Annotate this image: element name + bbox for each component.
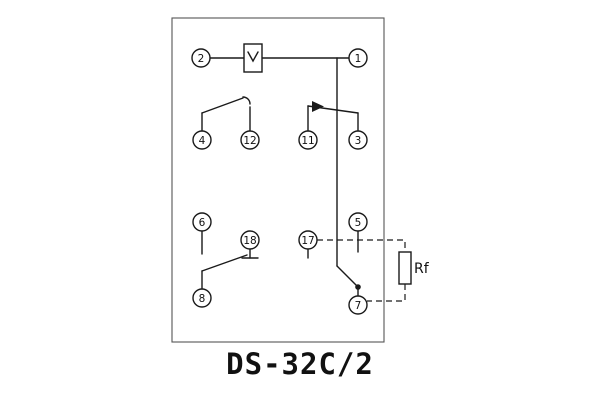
coil-symbol <box>243 43 263 73</box>
external-resistor-link: Rf <box>317 239 430 302</box>
terminal-circle <box>348 212 368 232</box>
terminal-circle <box>348 295 368 315</box>
terminal-number: 18 <box>243 235 256 247</box>
terminal-6: 6 <box>192 212 212 232</box>
contact-6-18-8 <box>201 230 259 290</box>
terminal-18: 18 <box>240 230 260 250</box>
terminal-circle <box>348 130 368 150</box>
terminal-circle <box>191 48 211 68</box>
terminal-7: 7 <box>348 295 368 315</box>
contact-arm <box>201 97 244 114</box>
terminal-12: 12 <box>240 130 260 150</box>
contact-arm <box>336 265 359 288</box>
diagram-border <box>171 17 385 343</box>
terminal-number: 12 <box>243 135 256 147</box>
terminal-17: 17 <box>298 230 318 250</box>
terminal-3: 3 <box>348 130 368 150</box>
terminal-circle <box>240 130 260 150</box>
arrow-icon <box>312 101 324 112</box>
terminal-number: 7 <box>355 300 362 312</box>
terminal-5: 5 <box>348 212 368 232</box>
terminal-circle <box>348 48 368 68</box>
terminal-circle <box>192 130 212 150</box>
terminal-number: 4 <box>199 135 206 147</box>
resistor-label: Rf <box>414 261 430 277</box>
terminal-2: 2 <box>191 48 211 68</box>
terminal-circle <box>298 230 318 250</box>
terminal-circle <box>298 130 318 150</box>
terminal-circle <box>192 288 212 308</box>
dashed-wire-bottom <box>367 284 406 302</box>
terminal-number: 3 <box>355 135 362 147</box>
contact-5-17-7 <box>307 230 361 297</box>
terminal-number: 5 <box>355 217 362 229</box>
terminal-1: 1 <box>348 48 368 68</box>
terminal-8: 8 <box>192 288 212 308</box>
resistor-box <box>398 251 412 285</box>
coil-circuit-wires <box>209 57 350 267</box>
terminal-number: 11 <box>301 135 314 147</box>
contact-hook <box>242 96 251 105</box>
dashed-wire-top <box>317 239 406 252</box>
diagram-title: DS-32C/2 <box>226 347 374 381</box>
terminal-number: 6 <box>199 217 206 229</box>
contact-11-3 <box>307 101 359 132</box>
coil-v-mark <box>247 51 259 63</box>
terminal-4: 4 <box>192 130 212 150</box>
terminal-circle <box>240 230 260 250</box>
coil-box <box>243 43 263 73</box>
contact-arm <box>201 254 248 272</box>
terminal-number: 1 <box>355 53 362 65</box>
terminal-number: 17 <box>301 235 314 247</box>
terminal-number: 8 <box>199 293 206 305</box>
terminal-circle <box>192 212 212 232</box>
terminal-11: 11 <box>298 130 318 150</box>
contact-4-12 <box>201 96 251 132</box>
terminal-number: 2 <box>198 53 205 65</box>
